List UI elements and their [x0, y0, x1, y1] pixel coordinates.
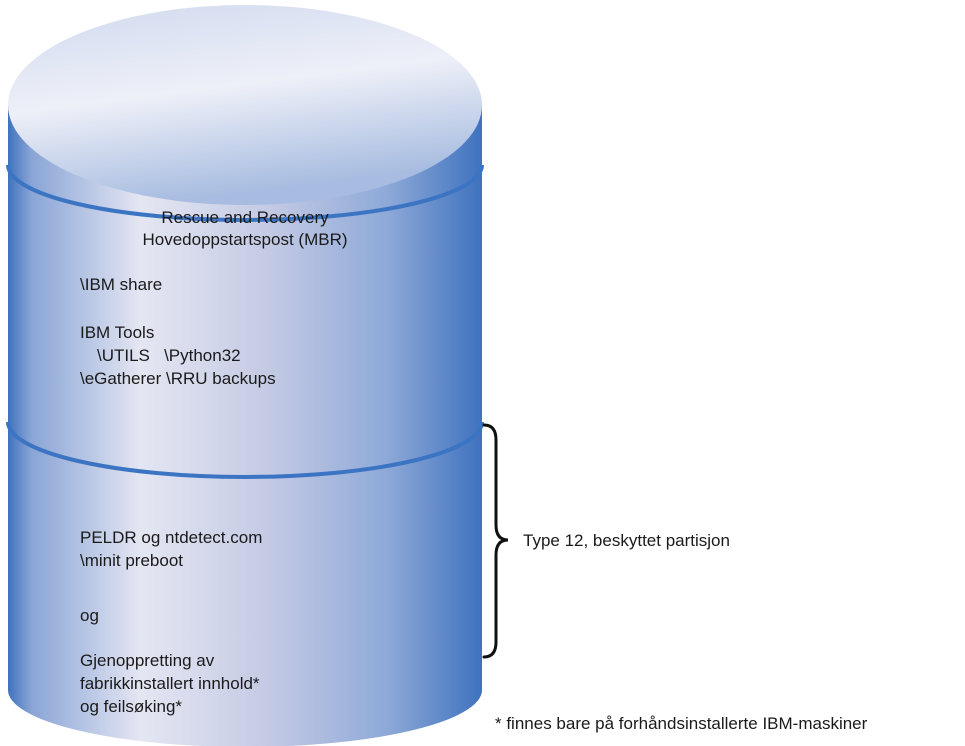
partition-brace — [482, 423, 509, 659]
cylinder-body — [8, 105, 482, 746]
recovery-line3: og feilsøking* — [80, 697, 183, 716]
mbr-label-line1: Rescue and Recovery — [161, 208, 329, 227]
ibm-share-label: \IBM share — [80, 275, 163, 294]
ibm-tools-heading: IBM Tools — [80, 323, 155, 342]
partition-label: Type 12, beskyttet partisjon — [523, 531, 730, 550]
footnote: * finnes bare på forhåndsinstallerte IBM… — [495, 714, 868, 733]
minit-preboot-label: \minit preboot — [80, 551, 183, 570]
mbr-label-line2: Hovedoppstartspost (MBR) — [142, 230, 348, 249]
og-label: og — [80, 606, 99, 625]
peldr-label: PELDR og ntdetect.com — [80, 528, 263, 547]
ibm-tools-line2: \eGatherer \RRU backups — [80, 369, 276, 388]
partition-divider — [6, 421, 484, 479]
cylinder-top — [8, 5, 482, 205]
mbr-divider — [6, 164, 484, 222]
recovery-line1: Gjenoppretting av — [80, 651, 215, 670]
ibm-tools-line1: \UTILS \Python32 — [97, 346, 241, 365]
recovery-line2: fabrikkinstallert innhold* — [80, 674, 260, 693]
